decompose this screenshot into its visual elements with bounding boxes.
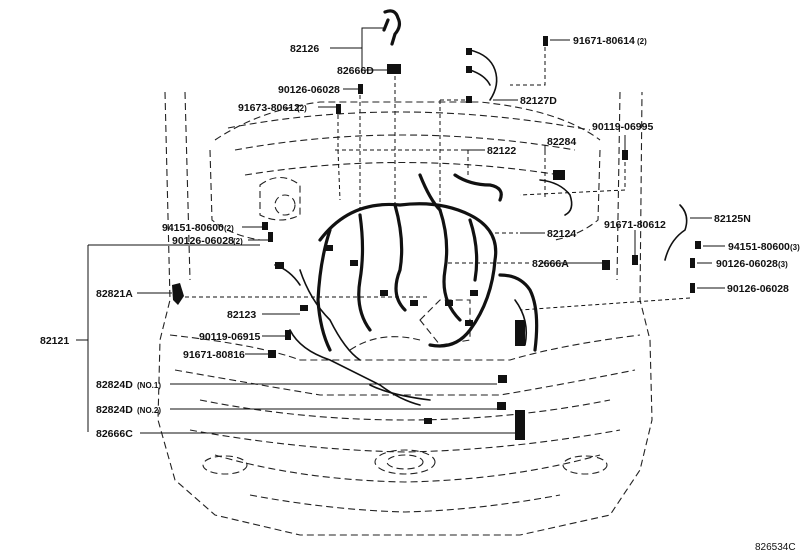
harness-82127D — [466, 48, 498, 103]
harness-82126 — [382, 9, 402, 46]
label-90126-06028-right: 90126-06028 — [716, 258, 778, 270]
label-82121: 82121 — [40, 335, 69, 347]
callout-labels: 82126 82666D 90126-06028 91673-80612 (2)… — [40, 35, 800, 553]
diagram-code: 826534C — [755, 542, 796, 553]
label-82124: 82124 — [547, 228, 576, 240]
label-82821A: 82821A — [96, 288, 133, 300]
vehicle-outline — [157, 91, 653, 536]
label-90126-06028-right-qty: (3) — [778, 260, 788, 269]
label-82284: 82284 — [547, 136, 576, 148]
label-82666A: 82666A — [532, 258, 569, 270]
leader-lines — [76, 27, 725, 434]
label-82666D: 82666D — [337, 65, 374, 77]
label-91671-80614: 91671-80614 — [573, 35, 635, 47]
label-82824D-no2-qty: (NO.2) — [137, 406, 161, 415]
label-82666C: 82666C — [96, 428, 133, 440]
label-90126-06028-top: 90126-06028 — [278, 84, 340, 96]
label-90126-06028-left-qty: (2) — [233, 237, 243, 246]
label-94151-80600-right: 94151-80600 — [728, 241, 790, 253]
label-82824D-no1: 82824D — [96, 379, 133, 391]
fasteners — [262, 36, 701, 358]
label-91673-80612: 91673-80612 — [238, 102, 300, 114]
label-91671-80816: 91671-80816 — [183, 349, 245, 361]
label-82127D: 82127D — [520, 95, 557, 107]
label-94151-80600-left: 94151-80600 — [162, 222, 224, 234]
label-90119-06995: 90119-06995 — [592, 121, 653, 133]
label-90126-06028-left: 90126-06028 — [172, 235, 234, 247]
wire-harness — [172, 64, 688, 440]
label-90119-06915: 90119-06915 — [199, 331, 260, 343]
label-91671-80612: 91671-80612 — [604, 219, 666, 231]
label-94151-80600-left-qty: (2) — [224, 224, 234, 233]
label-82824D-no1-qty: (NO.1) — [137, 381, 161, 390]
label-94151-80600-right-qty: (3) — [790, 243, 800, 252]
label-91671-80614-qty: (2) — [637, 37, 647, 46]
label-82126: 82126 — [290, 43, 319, 55]
label-91673-80612-qty: (2) — [297, 104, 307, 113]
label-82123: 82123 — [227, 309, 256, 321]
label-82824D-no2: 82824D — [96, 404, 133, 416]
label-82122: 82122 — [487, 145, 516, 157]
label-90126-06028-far: 90126-06028 — [727, 283, 789, 295]
label-82125N: 82125N — [714, 213, 751, 225]
